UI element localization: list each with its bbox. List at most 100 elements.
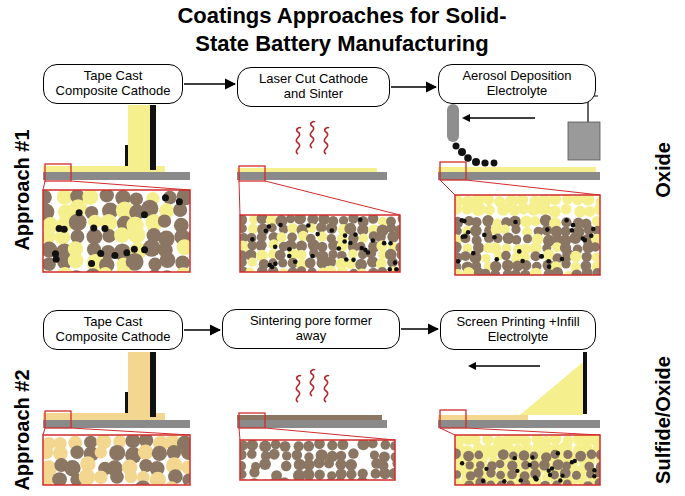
particle: [549, 195, 561, 205]
coating-layer: [237, 168, 377, 172]
carbon-dot: [550, 466, 554, 470]
diagram-title: Coatings Approaches for Solid-State Batt…: [172, 2, 512, 58]
particle: [281, 461, 291, 471]
particle: [484, 205, 495, 216]
zoom-leader: [43, 428, 190, 435]
particle: [483, 195, 494, 205]
particle: [240, 258, 247, 268]
particle: [125, 435, 140, 448]
particle: [130, 192, 143, 205]
particle: [69, 213, 87, 231]
carbon-dot: [278, 223, 283, 228]
particle: [282, 451, 291, 460]
particle: [466, 461, 474, 469]
particle: [327, 440, 337, 450]
particle: [314, 440, 325, 449]
particle: [259, 458, 271, 470]
direction-arrow: [468, 117, 535, 119]
carbon-dot: [558, 478, 562, 482]
particle: [181, 461, 190, 475]
particle: [562, 195, 573, 204]
current-collector: [237, 420, 387, 428]
carbon-dot: [547, 264, 552, 269]
particle: [530, 469, 540, 479]
zoom-marker: [440, 410, 466, 428]
zoom-particles: [43, 190, 190, 272]
coating-layer: [438, 415, 528, 420]
flow-arrow: [391, 86, 436, 88]
doctor-blade: [125, 145, 128, 166]
carbon-dot: [564, 218, 569, 223]
particle: [455, 470, 461, 479]
carbon-dot: [570, 228, 575, 233]
carbon-dot: [358, 217, 363, 222]
particle: [43, 446, 53, 460]
particle: [278, 258, 287, 267]
carbon-dot: [344, 257, 349, 262]
particle: [490, 270, 501, 275]
particle: [240, 224, 247, 233]
carbon-dot: [287, 254, 292, 259]
particle: [455, 226, 462, 235]
particle: [315, 470, 325, 480]
particle: [509, 451, 517, 459]
particle: [462, 203, 473, 214]
carbon-dot: [123, 249, 130, 256]
carbon-dot: [351, 258, 356, 263]
particle: [496, 460, 505, 469]
carbon-dot: [530, 455, 534, 459]
process-label: Laser Cut Cathode and Sinter: [248, 72, 379, 101]
current-collector: [237, 172, 387, 180]
particle: [326, 223, 337, 234]
particle: [592, 253, 600, 262]
carbon-dot: [353, 232, 358, 237]
slurry-reservoir: [128, 352, 150, 413]
particle: [303, 441, 314, 452]
particle: [381, 440, 391, 450]
carbon-dot: [97, 250, 104, 257]
carbon-dot: [306, 223, 311, 228]
particle: [368, 215, 378, 224]
heat-wave: [324, 128, 329, 154]
carbon-dot: [111, 252, 118, 259]
current-collector: [438, 172, 600, 180]
particle: [531, 251, 541, 261]
doctor-blade: [125, 392, 128, 413]
particle: [257, 266, 268, 272]
particle: [571, 269, 582, 275]
particle: [592, 268, 600, 275]
particle: [294, 441, 304, 451]
particle: [100, 190, 114, 202]
particle: [286, 215, 295, 223]
particle: [388, 266, 399, 272]
particle: [248, 258, 257, 267]
carbon-dot: [315, 232, 320, 237]
particle: [512, 235, 522, 245]
carbon-dot: [591, 227, 596, 232]
particle: [116, 265, 132, 272]
particle: [345, 459, 357, 471]
side-label: Approach #1: [11, 129, 34, 250]
particle: [491, 224, 502, 235]
particle: [584, 206, 595, 217]
carbon-dot: [460, 218, 465, 223]
carbon-dot: [533, 475, 537, 479]
process-label: Screen Printing +Infill Electrolyte: [451, 315, 585, 344]
flow-arrow: [184, 329, 220, 331]
particle: [570, 251, 582, 263]
carbon-dot: [492, 235, 497, 240]
carbon-dot: [456, 259, 461, 264]
aerosol-particle: [481, 159, 488, 166]
particle: [498, 449, 509, 460]
particle: [348, 249, 358, 259]
carbon-dot: [293, 259, 298, 264]
heat-wave: [324, 376, 329, 402]
particle: [561, 204, 572, 215]
zoom-marker: [45, 164, 71, 181]
heat-wave: [310, 370, 315, 396]
particle: [482, 215, 494, 227]
carbon-dot: [101, 225, 108, 232]
coating-layer: [43, 166, 165, 172]
carbon-dot: [513, 220, 518, 225]
